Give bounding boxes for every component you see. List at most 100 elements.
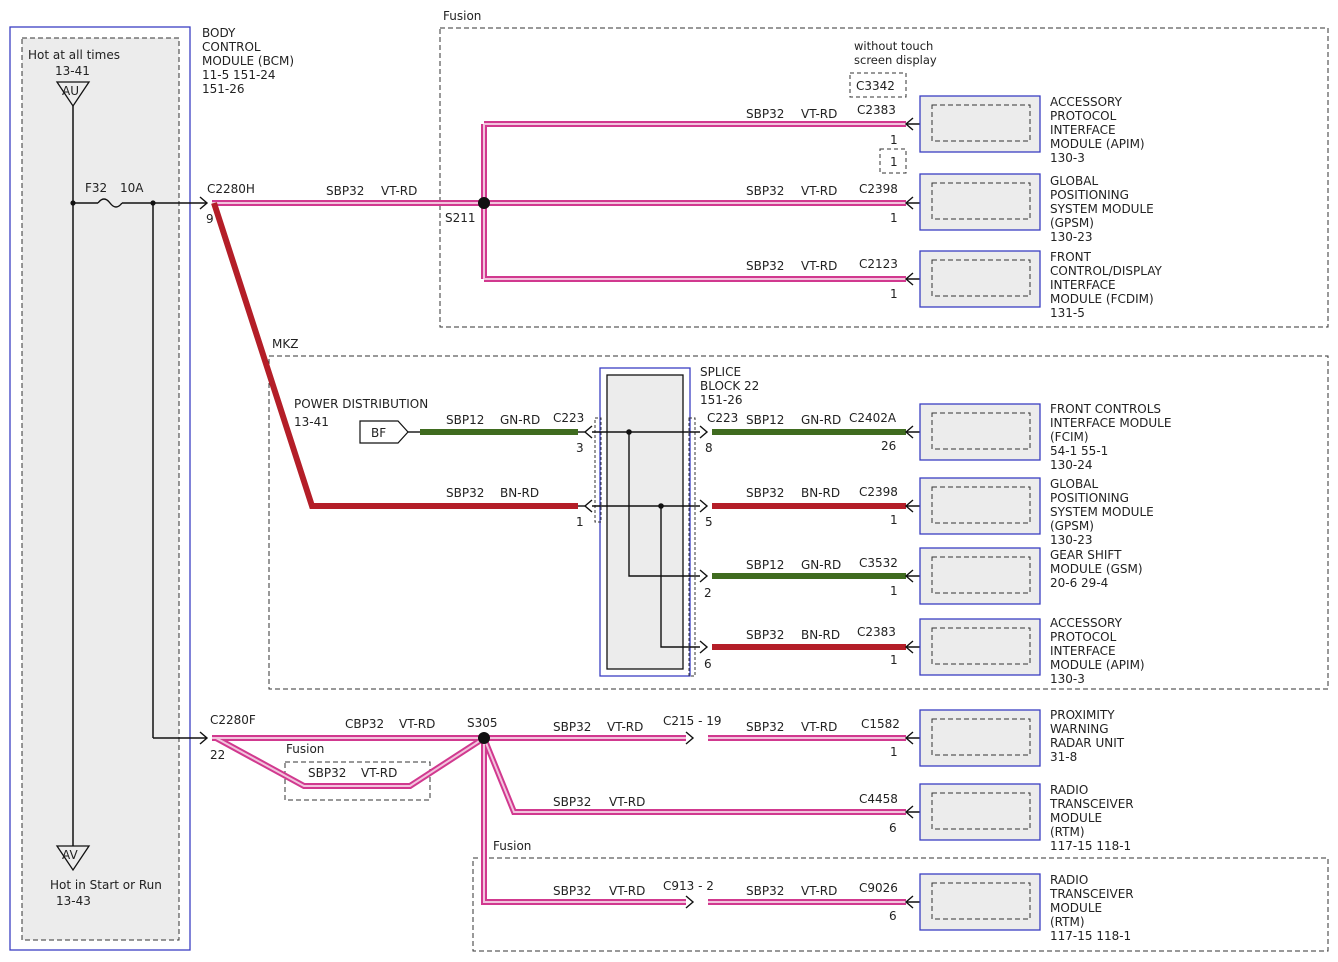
module-line: GLOBAL [1050, 477, 1098, 491]
top-branch-conn: C2123 [859, 257, 898, 271]
sb-in-pin-icon [583, 425, 593, 439]
bcm-line1: BODY [202, 26, 236, 40]
bf-label: BF [371, 426, 386, 440]
mkz-branch-circuit: SBP32 [746, 628, 784, 642]
fusion-small-circuit: SBP32 [308, 766, 346, 780]
splice-block-conn [594, 417, 602, 523]
bf-terminal-icon [359, 420, 409, 444]
rtm-module-inner [931, 792, 1031, 830]
apim-module-box [919, 95, 1041, 153]
mkz-branch-circuit: SBP12 [746, 558, 784, 572]
sb-out-pin: 6 [704, 657, 712, 671]
bottom-branch-circuit-a: SBP32 [553, 720, 591, 734]
au-label: AU [62, 84, 79, 98]
c3342-pin: 1 [890, 155, 898, 169]
module-line: 117-15 118-1 [1050, 929, 1131, 943]
radar-module-box [919, 709, 1041, 767]
module-line: 130-24 [1050, 458, 1093, 472]
bottom-branch-pin: 1 [890, 745, 898, 759]
apim-module-box [919, 618, 1041, 676]
module-line: FRONT [1050, 250, 1092, 264]
top-branch-pin: 1 [890, 133, 898, 147]
c3342-label: C3342 [856, 79, 895, 93]
module-line: TRANSCEIVER [1049, 887, 1134, 901]
module-line: PROTOCOL [1050, 109, 1117, 123]
bottom-branch-pin: 6 [889, 821, 897, 835]
fusion-small-label: Fusion [286, 742, 324, 756]
sb-out-pin-icon [699, 499, 709, 513]
mkz-branch-conn: C2383 [857, 625, 896, 639]
mkz-bcm-circuit: SBP32 [446, 486, 484, 500]
module-line: POSITIONING [1050, 491, 1129, 505]
bottom-branch-color: VT-RD [801, 720, 837, 734]
bottom-branch-circuit-a: SBP32 [553, 884, 591, 898]
top-branch-pin: 1 [890, 287, 898, 301]
sb-out-pin: 2 [704, 586, 712, 600]
bf-conn: C223 [553, 411, 584, 425]
c2280f-label: C2280F [210, 713, 256, 727]
s305-label: S305 [467, 716, 498, 730]
touch-note-1: without touch [854, 39, 933, 53]
sb-out-pin: 5 [705, 515, 713, 529]
bf-circuit: SBP12 [446, 413, 484, 427]
module-line: WARNING [1050, 722, 1109, 736]
bcm-line2: CONTROL [202, 40, 261, 54]
au-terminal-icon [55, 81, 91, 108]
mkz-branch-circuit: SBP12 [746, 413, 784, 427]
c2280f-pin: 22 [210, 748, 225, 762]
fuse-label: F32 [85, 181, 107, 195]
sb-junction [626, 429, 632, 435]
module-line: (GPSM) [1050, 216, 1094, 230]
main-circuit-top: SBP32 [326, 184, 364, 198]
av-label: AV [62, 848, 78, 862]
mkz-branch-conn: C2402A [849, 411, 897, 425]
module-line: TRANSCEIVER [1049, 797, 1134, 811]
bcm-ref2: 151-26 [202, 82, 245, 96]
mkz-branch-pin: 1 [890, 584, 898, 598]
radar-module-inner [931, 718, 1031, 756]
mkz-branch-color: GN-RD [801, 558, 841, 572]
bottom-branch-color: VT-RD [609, 795, 645, 809]
mkz-branch-color: BN-RD [801, 486, 840, 500]
module-line: PROXIMITY [1050, 708, 1115, 722]
bottom-branch-color-a: VT-RD [609, 884, 645, 898]
fusion-bottom-label: Fusion [493, 839, 531, 853]
touch-note-2: screen display [854, 53, 937, 67]
mkz-bcm-color: BN-RD [500, 486, 539, 500]
fusion-small-color: VT-RD [361, 766, 397, 780]
hot-ref: 13-41 [55, 64, 90, 78]
module-line: 130-23 [1050, 230, 1093, 244]
fusion-top-region [439, 27, 1329, 328]
c2280h-label: C2280H [207, 182, 255, 196]
bf-color: GN-RD [500, 413, 540, 427]
module-line: POSITIONING [1050, 188, 1129, 202]
gsm-module-inner [931, 556, 1031, 594]
gpsm-module-box [919, 173, 1041, 231]
sb-out-pin: 8 [705, 441, 713, 455]
fcim-module-inner [931, 412, 1031, 450]
module-line: RADAR UNIT [1050, 736, 1125, 750]
fuse-rating: 10A [120, 181, 144, 195]
vt-rd-wires-bottom [212, 735, 906, 905]
apim-module-inner [931, 104, 1031, 142]
inline-connector-label: C215 - 19 [663, 714, 722, 728]
module-line: 20-6 29-4 [1050, 576, 1108, 590]
bottom-branch-conn: C9026 [859, 881, 898, 895]
main-color-top: VT-RD [381, 184, 417, 198]
s305-splice-dot [478, 732, 490, 744]
module-line: INTERFACE [1050, 278, 1116, 292]
fuse-panel-box [21, 37, 180, 941]
mkz-branch-conn: C3532 [859, 556, 898, 570]
bottom-main-color: VT-RD [399, 717, 435, 731]
bf-pin: 3 [576, 441, 584, 455]
module-line: MODULE (APIM) [1050, 137, 1145, 151]
module-line: INTERFACE [1050, 123, 1116, 137]
splice-block-body [606, 374, 684, 670]
top-branch-pin: 1 [890, 211, 898, 225]
module-line: (RTM) [1050, 825, 1085, 839]
rtm-module-box [919, 783, 1041, 841]
bottom-main-circuit: CBP32 [345, 717, 384, 731]
c2280h-pin: 9 [206, 212, 214, 226]
gpsm-module-box [919, 477, 1041, 535]
